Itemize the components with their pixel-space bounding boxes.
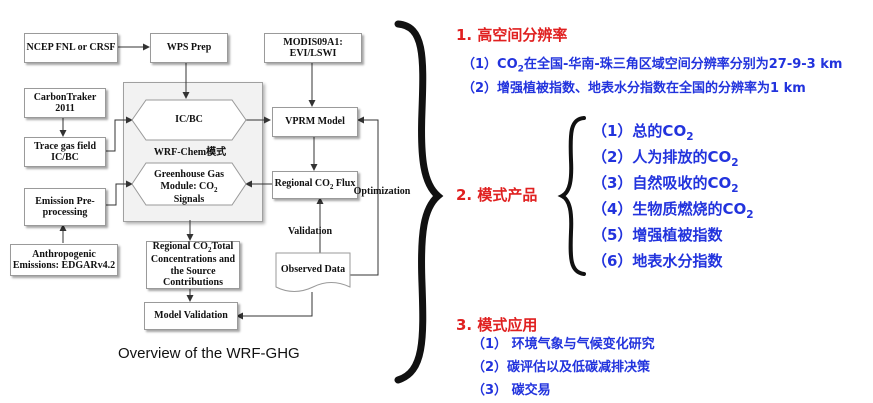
carbontracker-label: CarbonTraker 2011	[33, 91, 97, 115]
trace-gas-label: Trace gas field IC/BC	[33, 140, 97, 164]
regional-totals-box: Regional CO2Total Concentrations and the…	[146, 241, 240, 289]
heading-products: 2. 模式产品	[456, 186, 538, 204]
product-item: （6）地表水分指数	[592, 252, 723, 270]
carbontracker-box: CarbonTraker 2011	[24, 88, 106, 118]
model-validation-box: Model Validation	[144, 302, 238, 330]
emission-pre-box: Emission Pre-processing	[24, 188, 106, 226]
regional-flux-label: Regional CO2 Flux	[274, 178, 356, 192]
ghg-module-label: Greenhouse Gas Module: CO2 Signals	[153, 169, 225, 205]
product-item: （2）人为排放的CO2	[592, 148, 739, 169]
observed-data-label: Observed Data	[280, 264, 346, 275]
resolution-item-1: （1）CO2在全国-华南-珠三角区域空间分辨率分别为27-9-3 km	[462, 57, 843, 75]
vprm-label: VPRM Model	[285, 116, 345, 128]
anthro-emissions-box: Anthropogenic Emissions: EDGARv4.2	[10, 244, 118, 276]
vprm-box: VPRM Model	[272, 107, 358, 137]
heading-resolution: 1. 高空间分辨率	[456, 26, 568, 44]
icbc-label: IC/BC	[175, 114, 203, 125]
model-validation-label: Model Validation	[154, 310, 228, 322]
heading-applications: 3. 模式应用	[456, 316, 538, 334]
product-item: （1）总的CO2	[592, 122, 694, 143]
observed-data-shape	[275, 252, 351, 292]
ghg-module-shape	[131, 162, 247, 206]
application-item: （1） 环境气象与气候变化研究	[472, 337, 655, 352]
figure-caption: Overview of the WRF-GHG	[118, 345, 300, 362]
ncep-label: NCEP FNL or CRSF	[26, 42, 116, 54]
trace-gas-box: Trace gas field IC/BC	[24, 137, 106, 167]
wrf-chem-label: WRF-Chem模式	[153, 147, 227, 158]
anthro-emissions-label: Anthropogenic Emissions: EDGARv4.2	[12, 248, 116, 272]
application-item: （2）碳评估以及低碳减排决策	[472, 360, 651, 375]
modis-box: MODIS09A1: EVI/LSWI	[264, 33, 362, 63]
wps-box: WPS Prep	[150, 33, 228, 63]
ncep-box: NCEP FNL or CRSF	[24, 33, 118, 63]
product-item: （4）生物质燃烧的CO2	[592, 200, 754, 221]
resolution-item-2: （2）增强植被指数、地表水分指数在全国的分辨率为1 km	[462, 81, 806, 96]
modis-label: MODIS09A1: EVI/LSWI	[283, 36, 343, 60]
emission-pre-label: Emission Pre-processing	[35, 195, 95, 219]
product-item: （3）自然吸收的CO2	[592, 174, 739, 195]
regional-totals-label: Regional CO2Total Concentrations and the…	[150, 241, 236, 289]
application-item: （3） 碳交易	[472, 383, 551, 398]
validation-label: Validation	[287, 226, 333, 237]
regional-flux-box: Regional CO2 Flux	[272, 171, 358, 199]
wps-label: WPS Prep	[166, 42, 212, 54]
optimization-label: Optimization	[353, 186, 411, 197]
small-brace	[557, 116, 586, 276]
product-item: （5）增强植被指数	[592, 226, 723, 244]
icbc-shape	[131, 99, 247, 141]
